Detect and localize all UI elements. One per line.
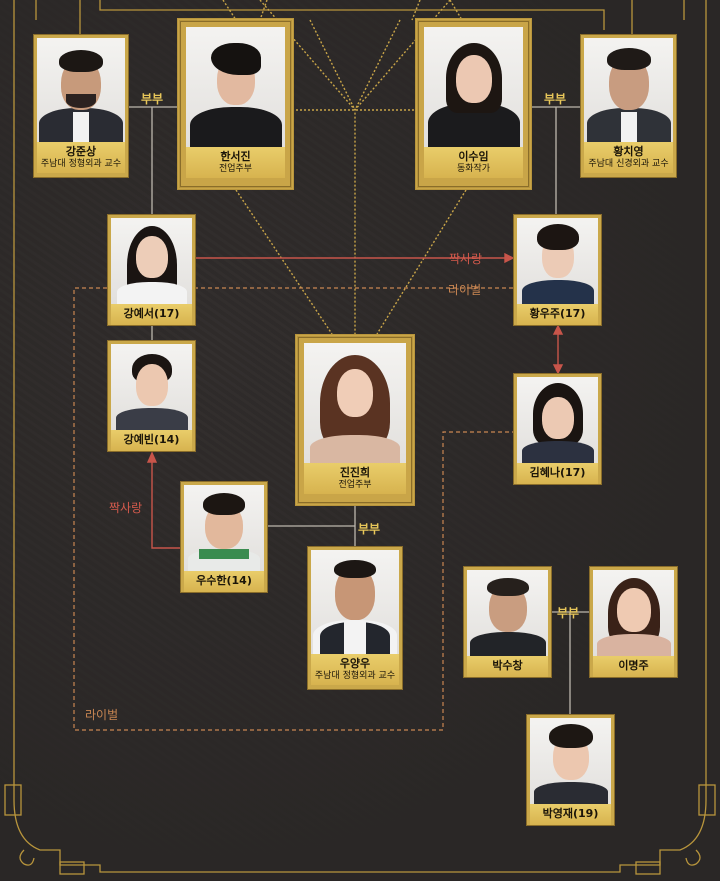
info-kang-junsang: 강준상 주남대 정형외과 교수 — [37, 142, 125, 173]
card-lee-suim[interactable]: 이수임 동화작가 — [415, 18, 532, 190]
job-hwang-chiyoung: 주남대 신경외과 교수 — [588, 158, 669, 169]
card-han-seojin[interactable]: 한서진 전업주부 — [177, 18, 294, 190]
name-jin-jinhee: 진진희 — [339, 466, 371, 479]
info-kim-hyena: 김혜나(17) — [517, 463, 598, 484]
label-rival-top: 라이벌 — [448, 283, 482, 297]
name-park-suchang: 박수창 — [492, 659, 523, 672]
photo-kang-yebin — [111, 344, 192, 430]
spouse-lines — [129, 106, 589, 714]
card-kang-yebin[interactable]: 강예빈(14) — [107, 340, 196, 452]
photo-woo-yangwoo — [311, 550, 399, 654]
info-lee-myungjoo: 이명주 — [593, 656, 674, 677]
name-hwang-woojoo: 황우주(17) — [529, 307, 586, 320]
name-han-seojin: 한서진 — [220, 150, 251, 163]
photo-hwang-woojoo — [517, 218, 598, 304]
card-park-youngjae[interactable]: 박영재(19) — [526, 714, 615, 826]
card-jin-jinhee[interactable]: 진진희 전업주부 — [295, 334, 415, 506]
info-park-youngjae: 박영재(19) — [530, 804, 611, 825]
info-woo-yangwoo: 우양우 주남대 정형외과 교수 — [311, 654, 399, 685]
name-woo-suhan: 우수한(14) — [196, 574, 252, 587]
ornamental-frame — [4, 0, 716, 875]
name-hwang-chiyoung: 황치영 — [613, 145, 644, 158]
name-kang-yebin: 강예빈(14) — [123, 433, 180, 446]
info-kang-yebin: 강예빈(14) — [111, 430, 192, 451]
photo-jin-jinhee — [304, 343, 406, 463]
card-park-suchang[interactable]: 박수창 — [463, 566, 552, 678]
info-hwang-woojoo: 황우주(17) — [517, 304, 598, 325]
label-spouse-park: 부부 — [557, 606, 580, 620]
card-woo-suhan[interactable]: 우수한(14) — [180, 481, 268, 593]
name-lee-myungjoo: 이명주 — [618, 659, 649, 672]
photo-park-youngjae — [530, 718, 611, 804]
card-woo-yangwoo[interactable]: 우양우 주남대 정형외과 교수 — [307, 546, 403, 690]
photo-lee-suim — [424, 27, 523, 147]
photo-kang-junsang — [37, 38, 125, 142]
info-jin-jinhee: 진진희 전업주부 — [304, 463, 406, 494]
label-crush-suhan-yebin: 짝사랑 — [109, 501, 143, 515]
info-lee-suim: 이수임 동화작가 — [424, 147, 523, 178]
label-crush-yeseo-woojoo: 짝사랑 — [449, 252, 483, 266]
name-woo-yangwoo: 우양우 — [339, 657, 371, 670]
name-park-youngjae: 박영재(19) — [542, 807, 599, 820]
card-kang-yeseo[interactable]: 강예서(17) — [107, 214, 196, 326]
chain-lines — [222, 0, 467, 335]
info-hwang-chiyoung: 황치영 주남대 신경외과 교수 — [584, 142, 673, 173]
card-kim-hyena[interactable]: 김혜나(17) — [513, 373, 602, 485]
info-han-seojin: 한서진 전업주부 — [186, 147, 285, 178]
card-hwang-woojoo[interactable]: 황우주(17) — [513, 214, 602, 326]
label-spouse-right: 부부 — [544, 92, 567, 106]
photo-park-suchang — [467, 570, 548, 656]
name-lee-suim: 이수임 — [458, 150, 489, 163]
label-spouse-center: 부부 — [358, 522, 381, 536]
name-kang-yeseo: 강예서(17) — [123, 307, 180, 320]
job-woo-yangwoo: 주남대 정형외과 교수 — [314, 670, 396, 681]
info-woo-suhan: 우수한(14) — [184, 571, 264, 592]
info-kang-yeseo: 강예서(17) — [111, 304, 192, 325]
photo-han-seojin — [186, 27, 285, 147]
name-kim-hyena: 김혜나(17) — [529, 466, 586, 479]
job-jin-jinhee: 전업주부 — [338, 479, 372, 490]
label-spouse-left: 부부 — [141, 92, 164, 106]
card-lee-myungjoo[interactable]: 이명주 — [589, 566, 678, 678]
card-kang-junsang[interactable]: 강준상 주남대 정형외과 교수 — [33, 34, 129, 178]
name-kang-junsang: 강준상 — [65, 145, 97, 158]
photo-kang-yeseo — [111, 218, 192, 304]
job-kang-junsang: 주남대 정형외과 교수 — [40, 158, 122, 169]
crush-arrows — [146, 252, 564, 549]
photo-lee-myungjoo — [593, 570, 674, 656]
photo-kim-hyena — [517, 377, 598, 463]
top-rails — [79, 0, 633, 36]
photo-woo-suhan — [184, 485, 264, 571]
card-hwang-chiyoung[interactable]: 황치영 주남대 신경외과 교수 — [580, 34, 677, 178]
job-lee-suim: 동화작가 — [456, 163, 491, 174]
job-han-seojin: 전업주부 — [218, 163, 253, 174]
info-park-suchang: 박수창 — [467, 656, 548, 677]
photo-hwang-chiyoung — [584, 38, 673, 142]
label-rival-bottom: 라이벌 — [85, 708, 119, 722]
